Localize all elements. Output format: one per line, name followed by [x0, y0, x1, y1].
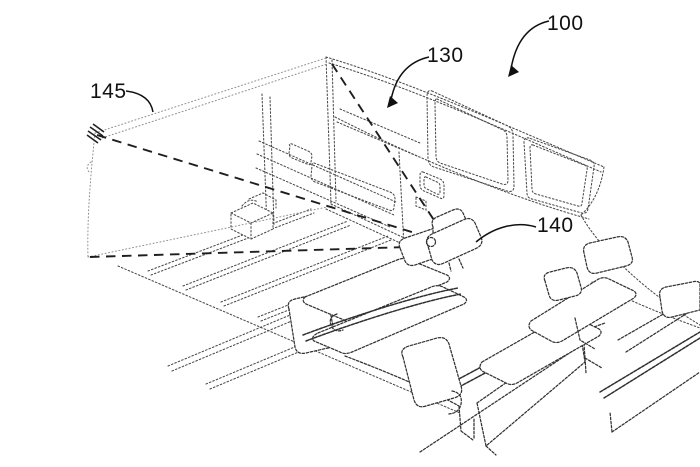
- ref-label-130: 130: [427, 44, 464, 67]
- projection-rays: [89, 63, 446, 258]
- reclined-seat-right: [401, 235, 637, 456]
- side-window-front: [426, 90, 515, 192]
- leader-140: [475, 223, 537, 243]
- leader-130: [390, 56, 430, 101]
- arrowhead-130: [387, 96, 398, 108]
- door-handle: [288, 143, 313, 166]
- vehicle-body: [255, 56, 700, 329]
- ref-label-100: 100: [547, 12, 584, 35]
- side-window-rear: [523, 137, 595, 214]
- floor-front-edge: [117, 265, 461, 414]
- screen-corner-hatch: [86, 123, 105, 144]
- projection-screen: [86, 57, 333, 258]
- console-handle: [241, 199, 259, 207]
- ref-label-145: 145: [90, 80, 127, 103]
- leader-100: [510, 20, 550, 70]
- reclined-seat-far-right: [574, 280, 700, 433]
- ref-label-140: 140: [537, 214, 574, 237]
- floor-console: [230, 192, 277, 240]
- arrowhead-100: [508, 65, 519, 77]
- headrest-pillow: [583, 235, 633, 274]
- reference-leaders: [125, 20, 550, 243]
- seat-mounted-projector: [425, 208, 483, 272]
- door-armrest: [310, 162, 396, 212]
- leader-145: [125, 90, 154, 113]
- projector-lens: [425, 236, 437, 248]
- door-panel-details: [288, 143, 445, 212]
